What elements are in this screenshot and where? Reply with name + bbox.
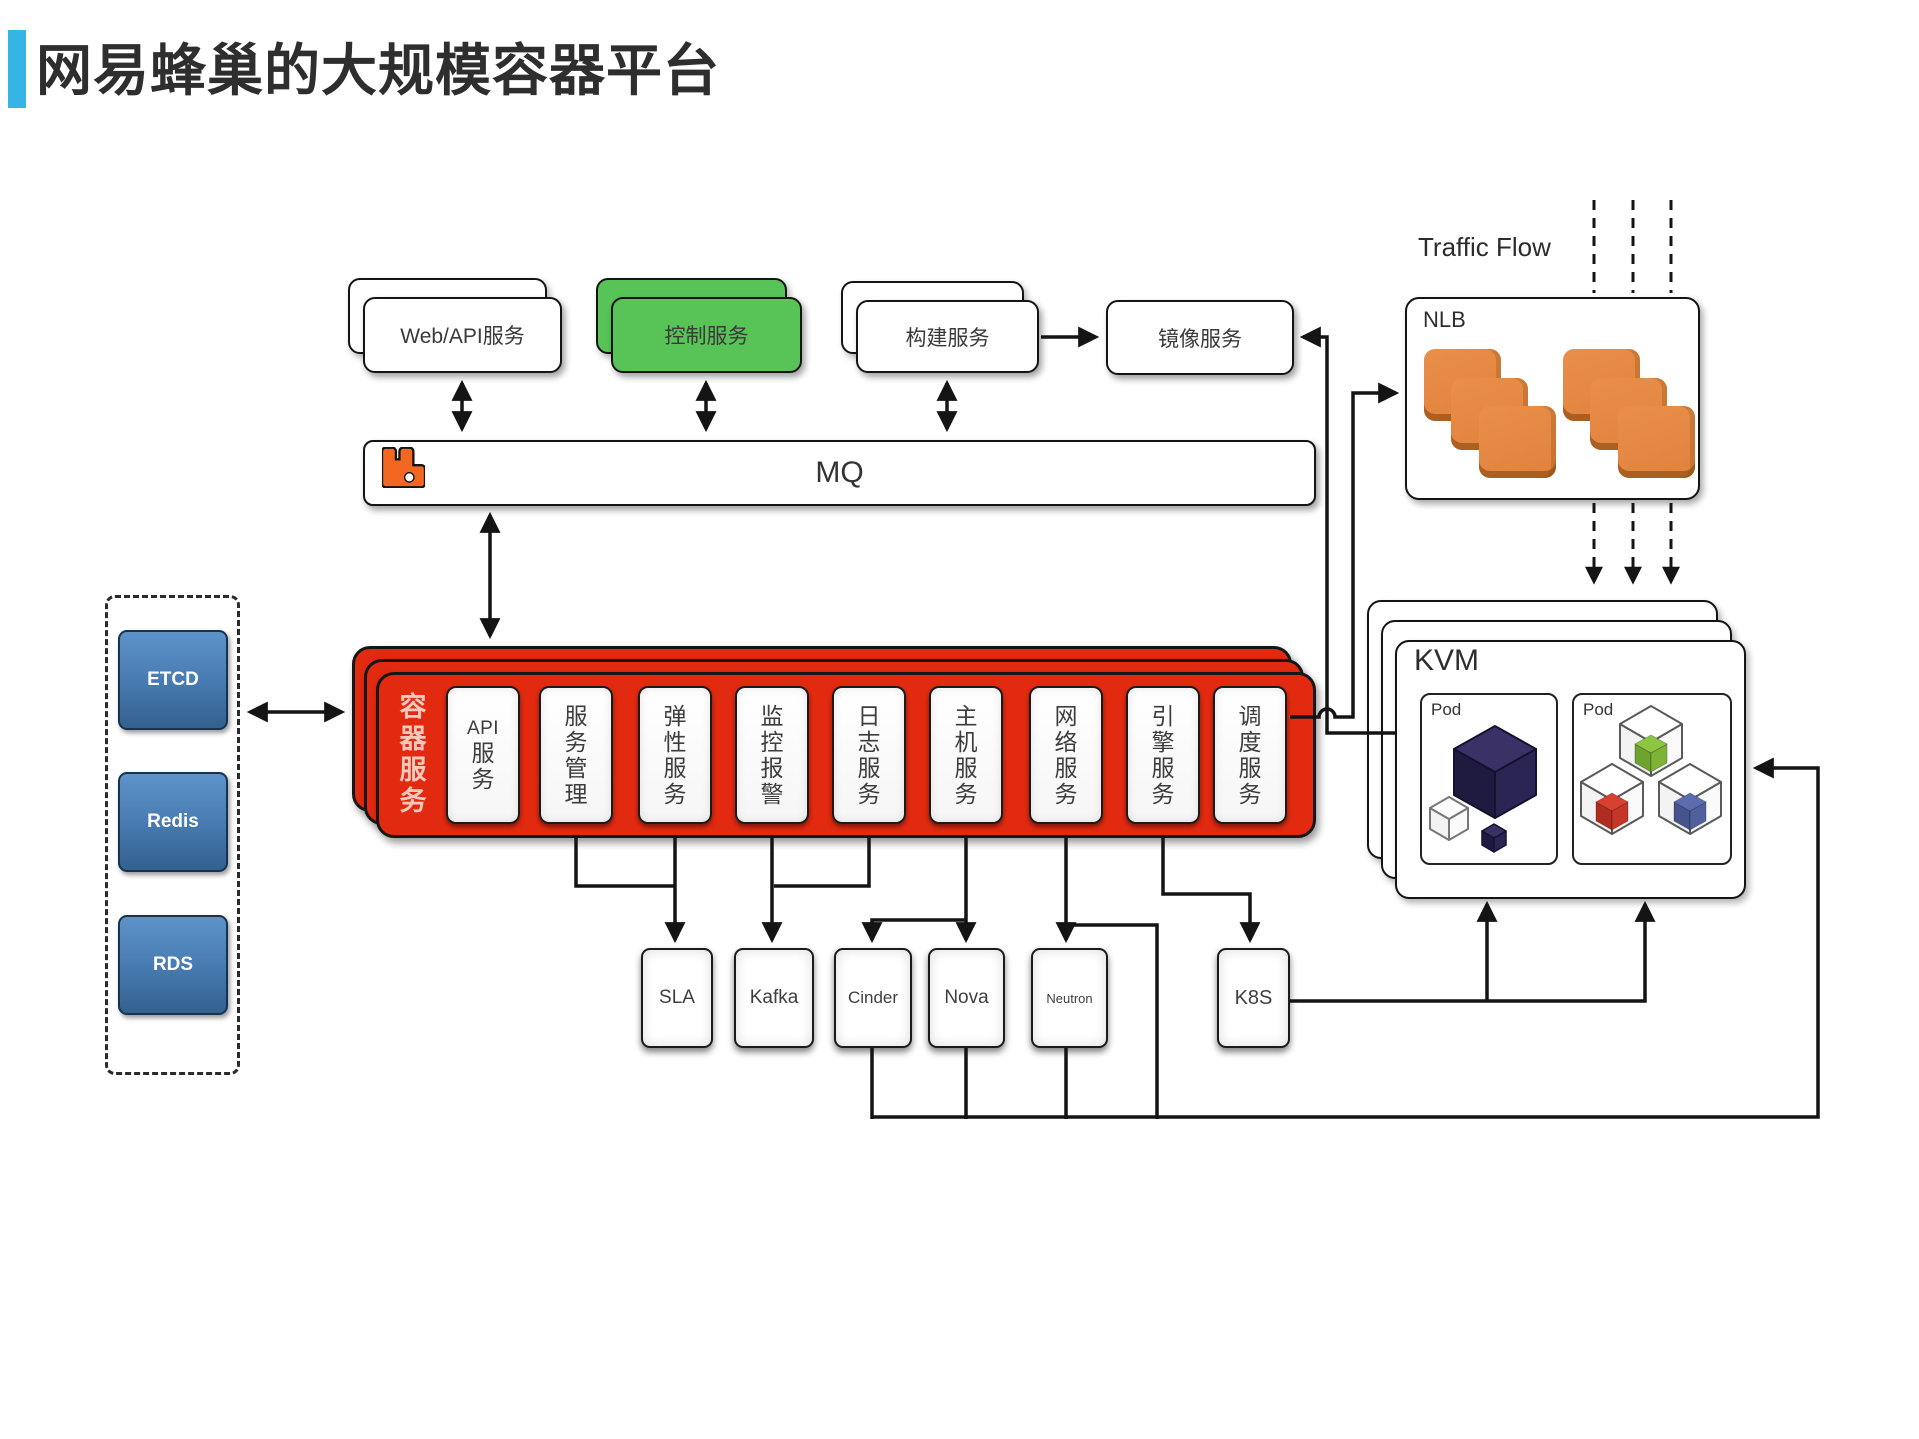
connector-manage-merge xyxy=(574,838,675,888)
etcd-label: ETCD xyxy=(147,669,199,690)
service-schedule: 调度服务 xyxy=(1213,686,1287,824)
service-log: 日志服务 xyxy=(832,686,906,824)
rabbitmq-icon xyxy=(382,447,425,488)
neutron-box: Neutron xyxy=(1031,948,1108,1048)
nlb-label: NLB xyxy=(1423,307,1466,332)
control-box: 控制服务 xyxy=(611,297,802,373)
connector-k8s-pod2 xyxy=(1290,900,1656,1003)
connector-host-cinder xyxy=(861,918,966,944)
pod1-label: Pod xyxy=(1431,700,1462,719)
mq-label: MQ xyxy=(815,456,864,489)
nlb-box: NLB xyxy=(1405,297,1700,500)
pod2-label: Pod xyxy=(1583,700,1614,719)
nlb-node-icon xyxy=(1479,406,1556,478)
pod-box-1: Pod xyxy=(1420,693,1558,865)
image-box: 镜像服务 xyxy=(1106,300,1294,375)
page-title: 网易蜂巢的大规模容器平台 xyxy=(36,39,720,102)
datastore-redis: Redis xyxy=(118,772,228,872)
title-accent-bar xyxy=(8,30,26,108)
webapi-label: Web/API服务 xyxy=(400,325,525,348)
kafka-box: Kafka xyxy=(734,948,814,1048)
service-network: 网络服务 xyxy=(1029,686,1103,824)
datastore-etcd: ETCD xyxy=(118,630,228,730)
container-service-label: 容器服务 xyxy=(399,692,427,817)
k8s-box: K8S xyxy=(1217,948,1290,1048)
build-box: 构建服务 xyxy=(856,300,1039,373)
webapi-box: Web/API服务 xyxy=(363,297,562,373)
control-label: 控制服务 xyxy=(664,325,749,348)
connector-log-merge xyxy=(774,838,871,888)
pod-box-2: Pod xyxy=(1572,693,1732,865)
nlb-node-icon xyxy=(1618,406,1695,478)
mq-bar: MQ xyxy=(363,440,1316,506)
connector-engine-k8s xyxy=(1161,838,1261,944)
service-engine: 引擎服务 xyxy=(1126,686,1200,824)
cinder-box: Cinder xyxy=(834,948,912,1048)
service-elastic: 弹性服务 xyxy=(638,686,712,824)
image-label: 镜像服务 xyxy=(1158,327,1242,351)
nova-box: Nova xyxy=(928,948,1005,1048)
service-host: 主机服务 xyxy=(929,686,1003,824)
sla-box: SLA xyxy=(641,948,713,1048)
redis-label: Redis xyxy=(147,811,199,832)
traffic-flow-label: Traffic Flow xyxy=(1418,232,1551,262)
rds-label: RDS xyxy=(152,954,194,975)
kvm-label: KVM xyxy=(1414,644,1480,677)
service-monitor: 监控报警 xyxy=(735,686,809,824)
service-manage: 服务管理 xyxy=(539,686,613,824)
build-label: 构建服务 xyxy=(905,326,990,350)
datastore-rds: RDS xyxy=(118,915,228,1015)
